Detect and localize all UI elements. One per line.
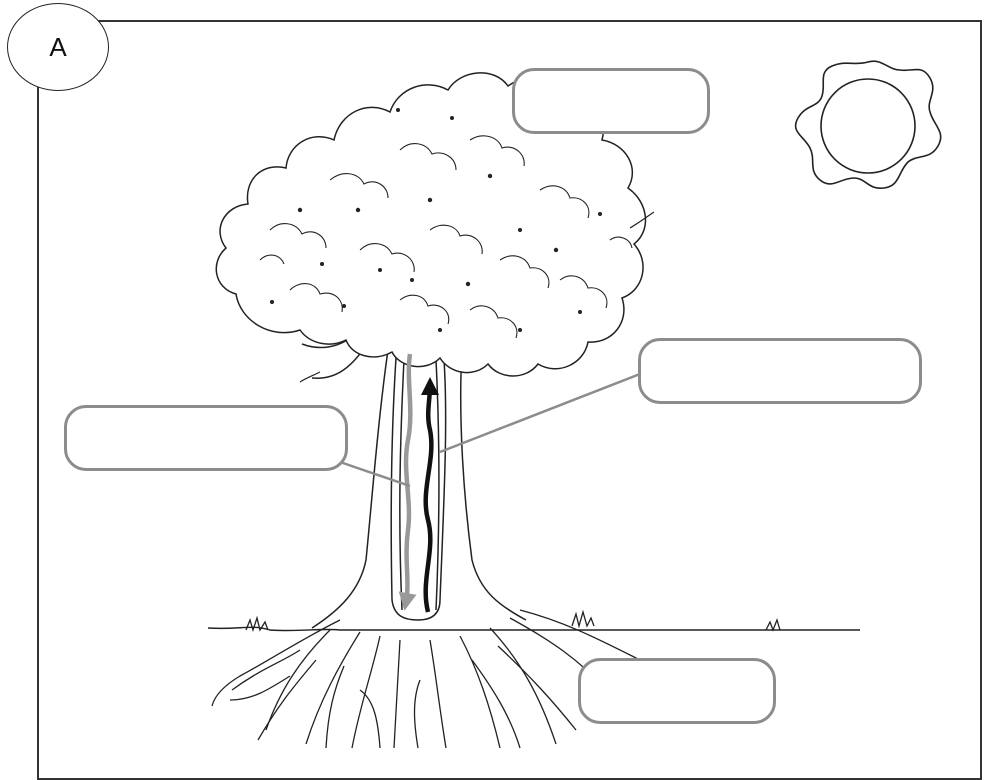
upward-flow-arrow bbox=[426, 386, 432, 612]
worksheet-letter: A bbox=[49, 32, 66, 63]
downward-flow-arrow bbox=[406, 354, 410, 602]
label-box-roots[interactable] bbox=[578, 658, 776, 724]
label-box-upward-flow[interactable] bbox=[638, 338, 922, 404]
worksheet-letter-tag: A bbox=[7, 3, 109, 91]
sun-icon bbox=[796, 61, 941, 188]
label-box-canopy[interactable] bbox=[512, 68, 710, 134]
label-box-downward-flow[interactable] bbox=[64, 405, 348, 471]
ground-line bbox=[208, 627, 860, 630]
leader-line-upward bbox=[440, 374, 640, 452]
